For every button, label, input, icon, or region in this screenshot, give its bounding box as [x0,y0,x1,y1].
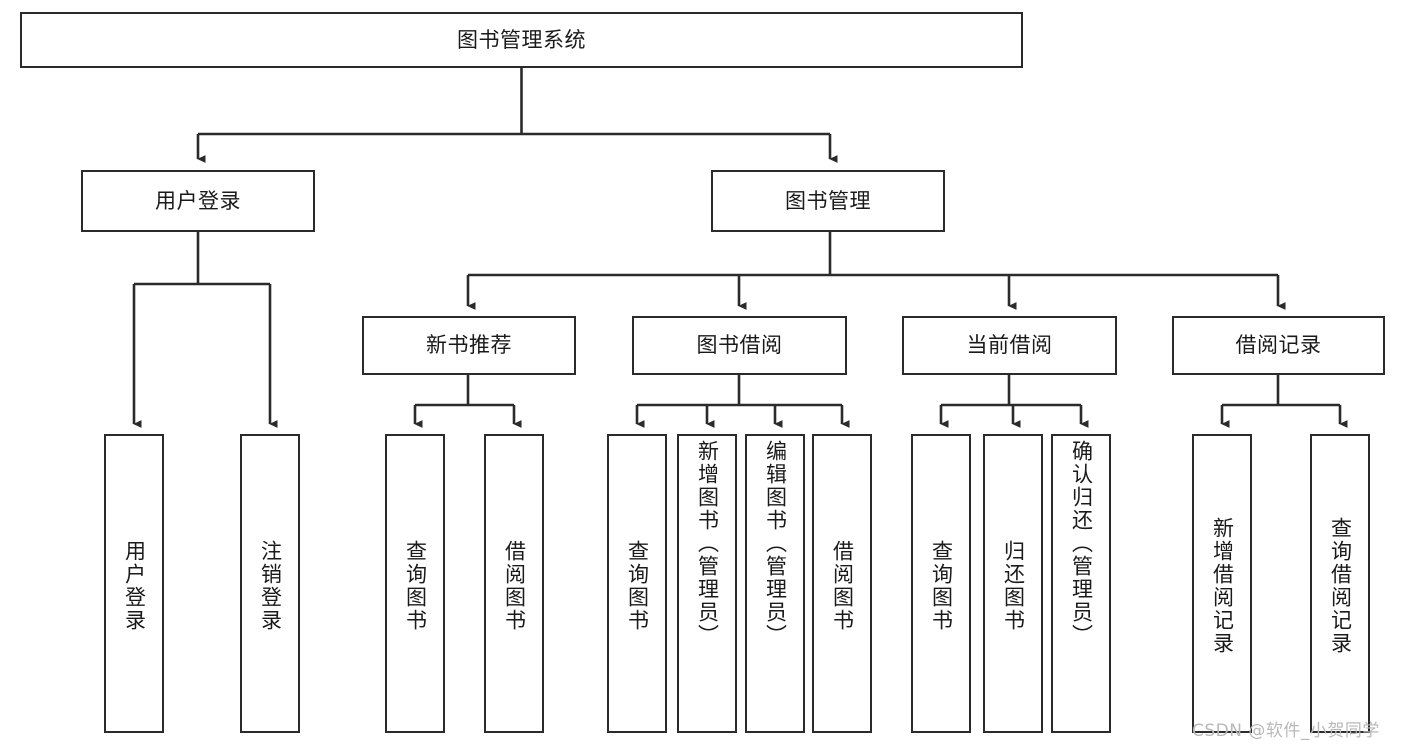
node-leaf-4[interactable]: 查询图书 [607,434,667,733]
node-leaf-2[interactable]: 查询图书 [385,434,445,733]
node-level2-0[interactable]: 用户登录 [81,170,315,232]
node-root-label: 图书管理系统 [457,27,586,52]
node-level3-1-label: 图书借阅 [696,333,783,358]
node-leaf-1[interactable]: 注销登录 [240,434,300,733]
node-level3-0[interactable]: 新书推荐 [362,316,576,375]
node-level3-0-label: 新书推荐 [426,333,512,358]
node-leaf-10[interactable]: 确认归还（管理员） [1051,434,1111,733]
node-leaf-10-label: 确认归还（管理员） [1069,440,1094,647]
node-leaf-8-label: 查询图书 [929,539,954,632]
node-leaf-1-label: 注销登录 [258,539,283,632]
node-leaf-5-label: 新增图书（管理员） [695,440,720,647]
node-leaf-6[interactable]: 编辑图书（管理员） [745,434,805,733]
node-leaf-12-label: 查询借阅记录 [1328,516,1353,655]
node-level3-2[interactable]: 当前借阅 [902,316,1117,375]
node-leaf-9-label: 归还图书 [1001,539,1026,632]
node-level3-3[interactable]: 借阅记录 [1172,316,1385,375]
node-leaf-12[interactable]: 查询借阅记录 [1310,434,1370,733]
node-level3-1[interactable]: 图书借阅 [632,316,847,375]
node-leaf-9[interactable]: 归还图书 [983,434,1043,733]
node-level2-0-label: 用户登录 [155,188,241,213]
node-leaf-0-label: 用户登录 [122,539,147,632]
node-leaf-2-label: 查询图书 [403,539,428,632]
node-root[interactable]: 图书管理系统 [20,12,1023,68]
node-leaf-11[interactable]: 新增借阅记录 [1192,434,1252,733]
csdn-watermark: CSDN @软件_小贺同学 [1192,721,1380,741]
node-leaf-8[interactable]: 查询图书 [911,434,971,733]
node-level2-1[interactable]: 图书管理 [711,170,945,232]
node-leaf-5[interactable]: 新增图书（管理员） [677,434,737,733]
node-leaf-6-label: 编辑图书（管理员） [763,440,788,647]
node-leaf-3[interactable]: 借阅图书 [484,434,544,733]
node-leaf-3-label: 借阅图书 [502,539,527,632]
node-level3-2-label: 当前借阅 [966,333,1053,358]
node-level2-1-label: 图书管理 [785,188,871,213]
node-leaf-7-label: 借阅图书 [830,539,855,632]
node-leaf-0[interactable]: 用户登录 [104,434,164,733]
node-leaf-4-label: 查询图书 [625,539,650,632]
node-level3-3-label: 借阅记录 [1235,333,1322,358]
node-leaf-11-label: 新增借阅记录 [1210,516,1235,655]
node-leaf-7[interactable]: 借阅图书 [812,434,872,733]
